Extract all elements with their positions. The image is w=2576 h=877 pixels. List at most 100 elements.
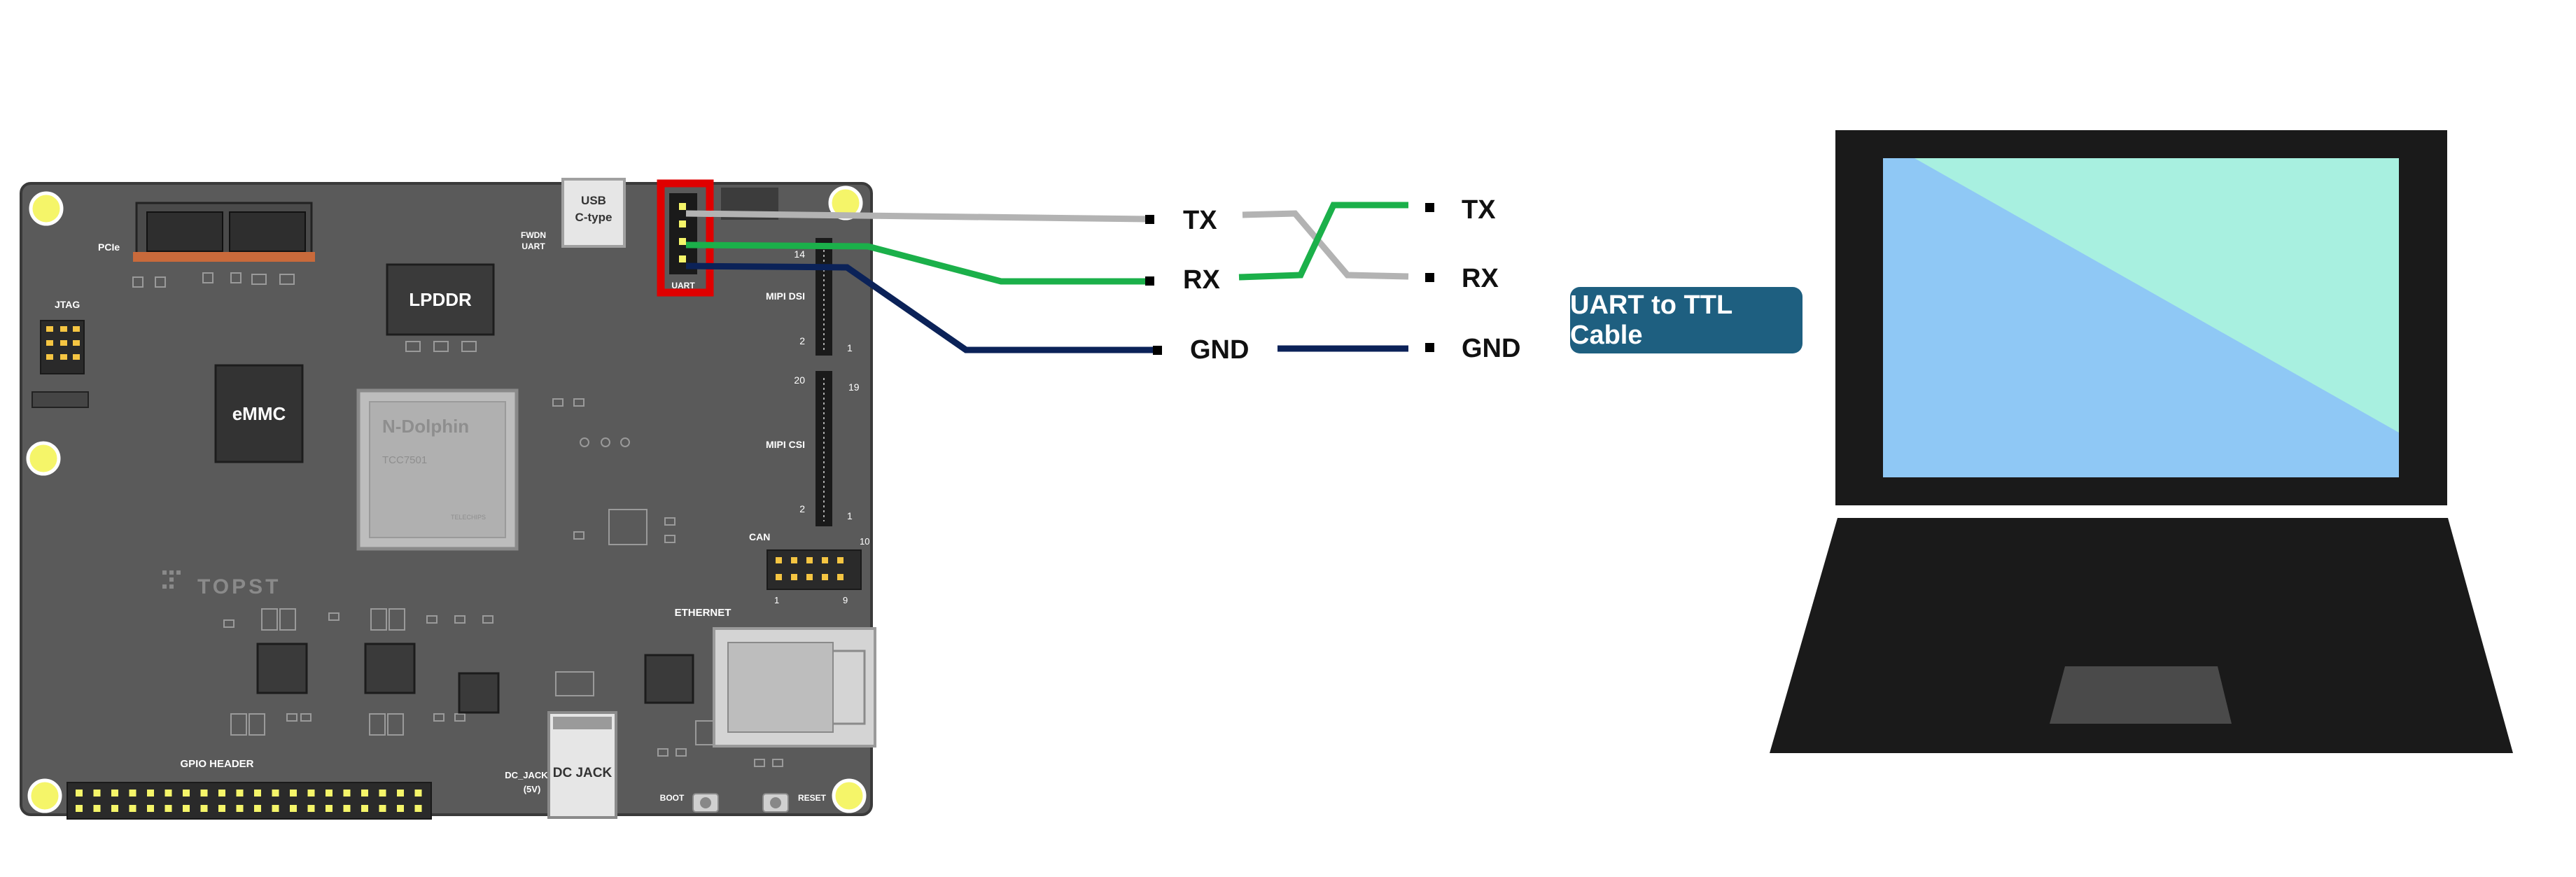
gpio-pin xyxy=(272,790,279,797)
jtag-pins xyxy=(46,326,80,360)
usb-label-line2: C-type xyxy=(575,211,612,224)
gpio-pin xyxy=(307,790,315,797)
uart-header-label: UART xyxy=(671,281,695,290)
gpio-pin xyxy=(93,790,101,797)
gpio-pin xyxy=(379,790,386,797)
gpio-pin xyxy=(164,790,172,797)
gpio-pin xyxy=(236,790,244,797)
reset-button-cap xyxy=(770,797,781,808)
gpio-pin xyxy=(111,790,118,797)
gpio-pin xyxy=(290,805,297,812)
mipi-csi-pin-bottom-left: 2 xyxy=(799,503,805,514)
topst-board: PCIe LPDDR eMMC JTAG N-Dolphin TCC7501 T… xyxy=(20,178,876,820)
soc-vendor: TELECHIPS xyxy=(451,514,486,521)
mipi-dsi-pin-bottom-right: 1 xyxy=(847,342,853,353)
power-ic-2 xyxy=(364,643,416,694)
reset-label: RESET xyxy=(798,793,827,803)
usb-c-port xyxy=(561,178,626,248)
laptop xyxy=(1770,130,2513,753)
passive-components xyxy=(132,272,783,767)
power-ic-1 xyxy=(256,643,308,694)
pcie-label: PCIe xyxy=(98,241,120,253)
uart-header-pins xyxy=(679,203,686,262)
jtag-switch xyxy=(31,391,89,408)
gpio-pin xyxy=(147,790,154,797)
gpio-header-pins xyxy=(76,790,422,812)
emmc-label: eMMC xyxy=(232,403,286,424)
rx-wire-board xyxy=(685,241,1148,285)
board-rx-label: RX xyxy=(1183,265,1220,295)
cable-rx-label: RX xyxy=(1462,264,1499,293)
mipi-dsi-pin-bottom-left: 2 xyxy=(799,335,805,346)
cable-tx-label: TX xyxy=(1462,195,1496,225)
gnd-board-endpoint xyxy=(1153,346,1162,355)
ethernet-port-opening xyxy=(727,642,834,733)
gpio-pin xyxy=(200,790,208,797)
cable-gnd-label: GND xyxy=(1462,334,1520,363)
gnd-cable-endpoint xyxy=(1425,343,1434,352)
fwdn-label-line2: UART xyxy=(522,241,545,251)
emmc-chip xyxy=(214,364,304,463)
mounting-hole-top-left xyxy=(29,191,64,226)
can-label: CAN xyxy=(749,531,770,542)
soc-chip-die xyxy=(369,401,506,538)
mipi-csi-pin-top-left: 20 xyxy=(794,374,805,386)
topst-logo: TOPST xyxy=(162,570,278,598)
wire-labels: TX RX GND TX RX GND xyxy=(1183,195,1520,365)
mipi-csi-pin-top-right: 19 xyxy=(848,381,860,393)
mipi-dsi-label: MIPI DSI xyxy=(766,290,805,302)
tx-wire-board xyxy=(685,210,1149,223)
gpio-pin xyxy=(200,805,208,812)
gpio-pin xyxy=(218,790,225,797)
gpio-pin xyxy=(254,805,261,812)
tx-board-endpoint xyxy=(1145,215,1154,224)
can-header xyxy=(766,549,862,590)
laptop-screen-reflection xyxy=(1883,158,2399,477)
gpio-pin xyxy=(183,790,190,797)
boot-label: BOOT xyxy=(660,793,685,803)
diode xyxy=(555,671,594,696)
uart-header-highlight xyxy=(657,179,714,297)
gpio-pin xyxy=(307,805,315,812)
gpio-pin xyxy=(414,790,422,797)
can-header-pins xyxy=(776,557,844,580)
gpio-pin xyxy=(343,790,351,797)
gpio-pin xyxy=(290,790,297,797)
tx-wire-cable xyxy=(1242,210,1409,280)
mipi-csi-label: MIPI CSI xyxy=(766,439,805,450)
gnd-wire-board xyxy=(685,262,1155,353)
gpio-pin xyxy=(343,805,351,812)
gpio-pin xyxy=(272,805,279,812)
gpio-pin xyxy=(397,805,404,812)
rx-cable-endpoint xyxy=(1425,273,1434,282)
mounting-hole-bottom-right xyxy=(832,778,867,813)
gpio-header-label: GPIO HEADER xyxy=(180,758,253,770)
uart-to-ttl-cable-label: UART to TTL Cable xyxy=(1570,287,1802,353)
dc-jack-top xyxy=(553,717,612,729)
board-tx-label: TX xyxy=(1183,206,1217,235)
rx-wire-cable xyxy=(1238,202,1408,281)
ethernet-label: ETHERNET xyxy=(675,607,732,619)
jtag-label: JTAG xyxy=(55,299,80,310)
mounting-hole-bottom-left xyxy=(27,778,62,813)
dc-jack-side-label-line2: (5V) xyxy=(524,784,541,794)
gpio-pin xyxy=(183,805,190,812)
gpio-pin xyxy=(254,790,261,797)
can-pin-bottom-left: 1 xyxy=(774,595,779,605)
soc-name: N-Dolphin xyxy=(382,416,469,437)
mounting-hole-mid-left xyxy=(26,441,61,476)
gpio-pin xyxy=(326,790,332,797)
gpio-pin xyxy=(147,805,154,812)
dc-jack xyxy=(547,711,617,819)
gpio-pin xyxy=(361,805,368,812)
boot-button-cap xyxy=(700,797,711,808)
can-pin-right: 10 xyxy=(860,536,869,547)
can-pin-bottom-right: 9 xyxy=(843,595,848,605)
soc-part-number: TCC7501 xyxy=(382,454,427,466)
gpio-pin xyxy=(326,805,332,812)
gpio-pin xyxy=(236,805,244,812)
lpddr-label: LPDDR xyxy=(409,289,472,310)
gpio-pin xyxy=(379,805,386,812)
uart-wires xyxy=(685,202,1409,353)
